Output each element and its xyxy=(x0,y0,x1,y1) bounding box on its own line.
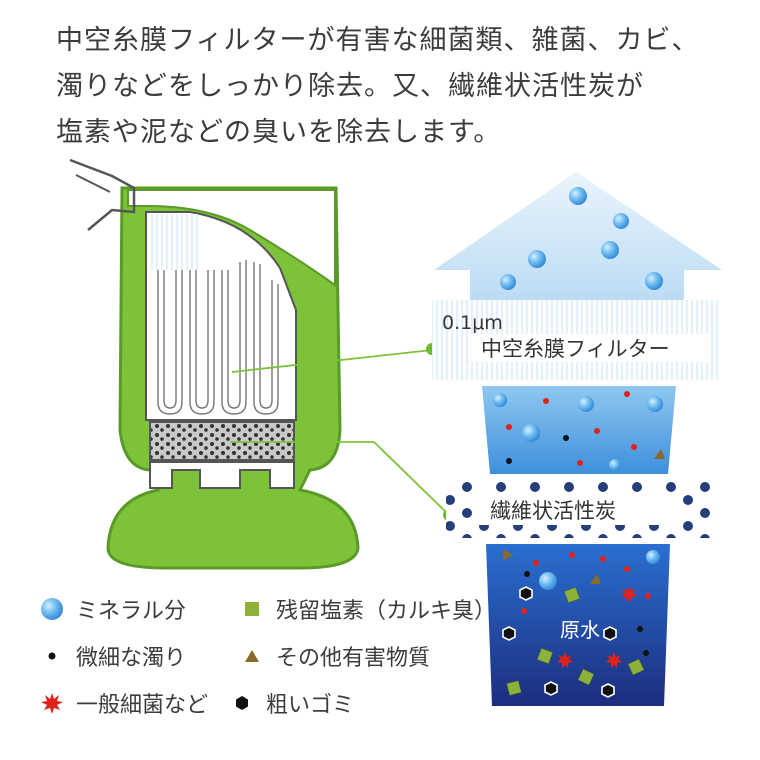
purified-water-arrow xyxy=(434,172,722,300)
headline-line-3: 塩素や泥などの臭いを除去します。 xyxy=(56,117,502,148)
headline-line-2: 濁りなどをしっかり除去。又、繊維状活性炭が xyxy=(56,71,644,102)
cartridge-bottom-block xyxy=(149,461,295,489)
legend-item-coarse-dust: 粗いゴミ xyxy=(228,688,354,718)
raw-water-particles xyxy=(502,549,660,698)
activated-carbon-label: 繊維状活性炭 xyxy=(490,499,616,523)
turbidity-icon xyxy=(38,642,66,670)
membrane-label-box xyxy=(470,334,708,362)
legend-item-residual-chlorine: 残留塩素（カルキ臭） xyxy=(238,594,496,624)
legend: ミネラル分 残留塩素（カルキ臭） 微細な濁り その他有害物質 一般細菌など 粗い… xyxy=(38,594,498,724)
legend-label-coarse-dust: 粗いゴミ xyxy=(266,693,355,718)
legend-label-residual-chlorine: 残留塩素（カルキ臭） xyxy=(276,599,497,624)
carbon-layer xyxy=(149,421,295,461)
leader-lines xyxy=(230,349,449,515)
legend-label-bacteria: 一般細菌など xyxy=(76,693,209,718)
membrane-filter-label: 中空糸膜フィルター xyxy=(481,337,670,361)
legend-label-other-harmful: その他有害物質 xyxy=(276,646,431,671)
coarse-dust-icon xyxy=(228,689,256,717)
raw-water xyxy=(486,544,670,706)
headline: 中空糸膜フィルターが有害な細菌類、雑菌、カビ、 濁りなどをしっかり除去。又、繊維… xyxy=(56,18,746,156)
bacteria-icon xyxy=(38,689,66,717)
other-harmful-icon xyxy=(238,642,266,670)
hollow-fiber-bundle xyxy=(145,211,297,421)
cartridge-inlet-tube xyxy=(69,158,136,231)
cartridge-top-white xyxy=(127,189,336,287)
purified-mineral-bubbles xyxy=(500,187,663,290)
intermediate-particles xyxy=(493,391,665,471)
legend-label-mineral: ミネラル分 xyxy=(76,599,187,624)
legend-item-bacteria: 一般細菌など xyxy=(38,688,208,718)
carbon-label-box xyxy=(478,495,682,525)
legend-label-turbidity: 微細な濁り xyxy=(76,646,187,671)
legend-item-mineral: ミネラル分 xyxy=(38,594,186,624)
raw-water-label: 原水 xyxy=(560,618,600,642)
residual-chlorine-icon xyxy=(238,595,266,623)
legend-item-turbidity: 微細な濁り xyxy=(38,641,186,671)
headline-line-1: 中空糸膜フィルターが有害な細菌類、雑菌、カビ、 xyxy=(56,25,700,56)
pore-size-label: 0.1μm xyxy=(442,312,503,334)
legend-item-other-harmful: その他有害物質 xyxy=(238,641,430,671)
intermediate-water xyxy=(482,386,676,474)
mineral-icon xyxy=(38,595,66,623)
filter-cartridge xyxy=(69,158,360,570)
